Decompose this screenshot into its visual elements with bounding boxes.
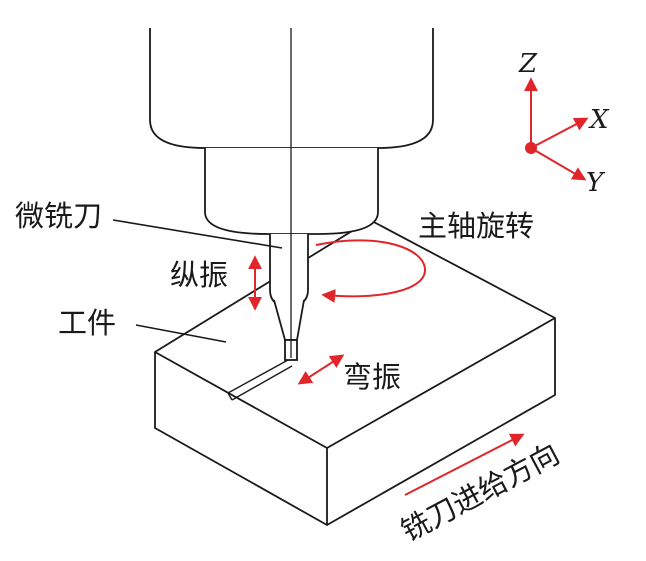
- feed-direction-label: 铣刀进给方向: [395, 436, 565, 548]
- feed-direction-arrow: [404, 433, 525, 496]
- cutter-leader: [112, 219, 283, 249]
- micro-cutter-label: 微铣刀: [15, 199, 102, 233]
- longitudinal-vibration-label: 纵振: [170, 258, 228, 292]
- workpiece-left-face: [154, 352, 328, 526]
- bending-vibration-arrow: [297, 354, 345, 385]
- coordinate-axes: Z X Y: [518, 49, 610, 198]
- z-axis-label: Z: [518, 49, 538, 79]
- machined-groove: [227, 359, 293, 401]
- x-axis-label: X: [588, 105, 610, 135]
- workpiece-top-face: [154, 219, 556, 449]
- cutter-neck: [273, 299, 305, 341]
- y-axis-label: Y: [586, 168, 606, 198]
- spindle-rotation-arrow: [315, 239, 427, 303]
- x-axis-arrow: [530, 117, 589, 149]
- y-axis-arrow: [530, 147, 587, 181]
- workpiece-right-face: [326, 318, 556, 526]
- workpiece-leader: [135, 324, 227, 343]
- origin-dot: [525, 142, 537, 154]
- workpiece-label: 工件: [58, 306, 116, 340]
- cutter-shank: [269, 234, 309, 307]
- micro-cutter: [269, 234, 309, 361]
- leader-lines: [112, 219, 283, 343]
- bending-vibration-label: 弯振: [343, 360, 401, 394]
- spindle-rotation-label: 主轴旋转: [418, 209, 534, 243]
